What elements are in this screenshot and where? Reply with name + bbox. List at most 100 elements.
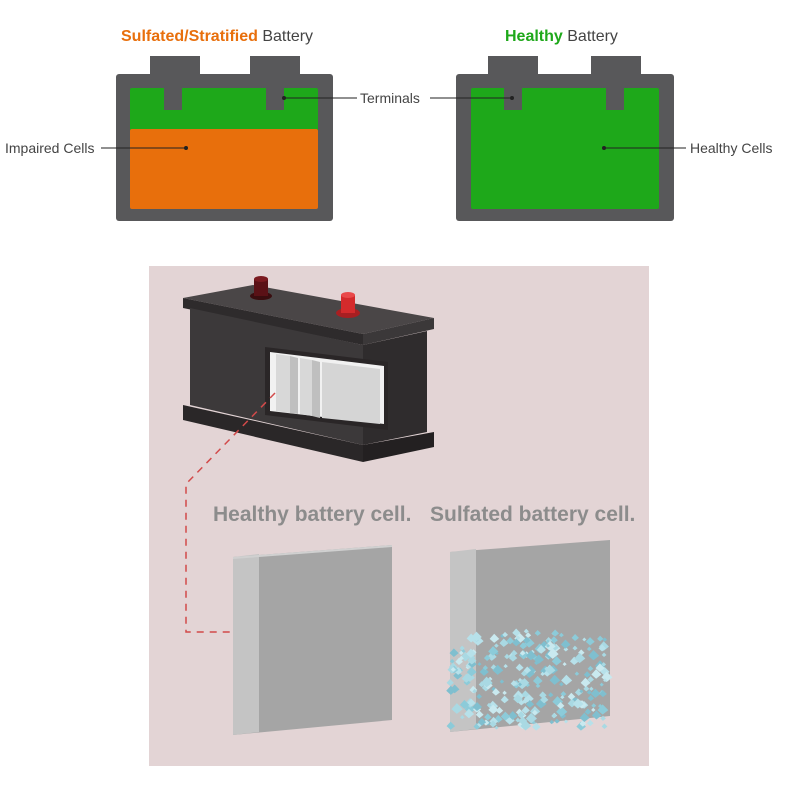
crystal [466, 633, 477, 643]
healthy-cell-block [233, 545, 392, 735]
crystal [598, 644, 607, 652]
crystal [525, 712, 537, 724]
crystal [556, 706, 568, 717]
crystal [510, 680, 518, 687]
crystal [533, 654, 544, 664]
crystal [482, 665, 489, 671]
cell-plate-edge [290, 356, 298, 414]
terminal-cap [341, 292, 355, 298]
crystal [540, 671, 545, 676]
terminal-stem-left [504, 80, 522, 110]
terminals-label: Terminals [360, 90, 420, 106]
crystal [446, 685, 456, 695]
crystal [591, 703, 597, 708]
crystal [518, 716, 528, 725]
crystal [449, 648, 459, 658]
crystal [519, 650, 526, 656]
crystal [561, 674, 573, 686]
crystal [559, 681, 564, 687]
crystal [453, 671, 463, 680]
cell-face-side [233, 554, 259, 735]
crystal [534, 629, 541, 636]
crystal [455, 666, 462, 674]
crystal [504, 653, 510, 660]
crystal [494, 725, 499, 730]
crystal [571, 634, 579, 642]
crystal [488, 704, 499, 715]
leader-dot [282, 96, 286, 100]
crystal [551, 656, 562, 666]
crystal [512, 628, 521, 637]
crystal [481, 676, 493, 688]
crystal [585, 637, 595, 646]
crystal [586, 689, 592, 695]
crystal [579, 689, 584, 694]
crystal [580, 677, 591, 688]
crystal [583, 685, 590, 692]
crystal [459, 650, 464, 655]
crystal [597, 703, 603, 709]
crystal [479, 667, 489, 676]
cell-plate [322, 362, 380, 424]
crystal [459, 699, 470, 709]
crystal [551, 629, 560, 637]
crystal [554, 718, 560, 724]
healthy-battery-title: Healthy Battery [505, 28, 618, 45]
crystal [540, 695, 549, 704]
battery-base-side [363, 432, 434, 462]
callout-labels: Impaired Cells Terminals Healthy Cells [5, 90, 772, 156]
cell-plate-edge [312, 360, 320, 418]
crystal [549, 719, 555, 725]
crystal [574, 671, 580, 676]
cell-face-side [450, 549, 476, 732]
crystal [600, 715, 606, 721]
crystal [557, 701, 565, 709]
crystal [535, 683, 541, 689]
cell-face-top [233, 545, 392, 559]
crystal [519, 642, 528, 650]
crystal [547, 648, 559, 659]
healthy-battery-schematic: Healthy Battery [456, 28, 674, 221]
crystal [574, 688, 583, 696]
crystal [489, 720, 497, 728]
crystal [446, 679, 454, 686]
crystal [458, 655, 464, 661]
dashed-connector [185, 392, 276, 633]
crystal [455, 657, 463, 665]
crystal [488, 646, 499, 656]
crystal [579, 712, 590, 723]
crystal [494, 643, 499, 648]
cell-face-front [233, 545, 392, 735]
crystal [587, 665, 594, 672]
crystal [563, 646, 569, 652]
healthy-cells-layer [471, 88, 659, 209]
crystal [499, 638, 509, 648]
sulfated-battery-schematic: Sulfated/Stratified Battery [116, 28, 333, 221]
crystal [508, 711, 518, 720]
terminal-stem-right [606, 80, 624, 110]
crystal [549, 674, 561, 685]
crystal [484, 713, 492, 721]
crystal [523, 628, 529, 634]
crystal [466, 666, 477, 677]
leader-dot [602, 146, 606, 150]
cell-plate [276, 354, 290, 413]
crystal [513, 694, 523, 704]
leader-dot [184, 146, 188, 150]
crystal [572, 698, 584, 709]
positive-terminal [341, 295, 355, 313]
healthy-cells-label: Healthy Cells [690, 140, 772, 156]
impaired-cells-label: Impaired Cells [5, 140, 94, 156]
crystal [500, 695, 509, 704]
crystal [545, 643, 550, 648]
crystal [532, 709, 538, 716]
healthy-cell-caption: Healthy battery cell. [213, 503, 411, 526]
crystal [460, 715, 465, 720]
crystal [559, 712, 567, 719]
crystal [520, 670, 528, 677]
crystal [472, 701, 483, 712]
crystal [476, 693, 482, 699]
crystal [486, 702, 492, 708]
sulfated-cell-block [446, 540, 613, 732]
